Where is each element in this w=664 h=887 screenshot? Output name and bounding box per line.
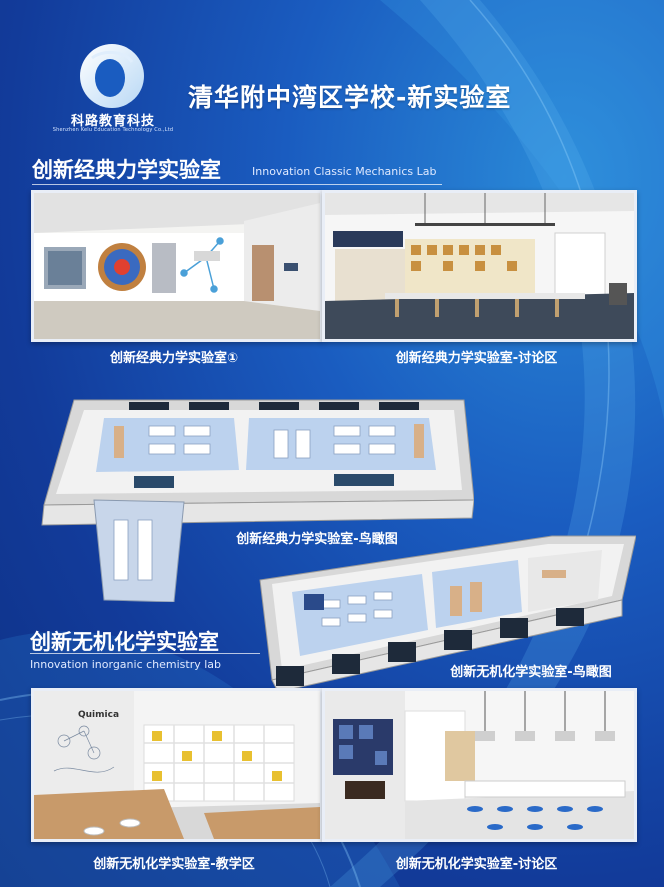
chemistry-discussion-photo <box>322 688 637 842</box>
caption-chemistry-discussion: 创新无机化学实验室-讨论区 <box>395 857 558 872</box>
caption-mechanics-photo-1: 创新经典力学实验室① <box>109 351 238 366</box>
quimica-wall-sign: Quimica <box>78 710 119 720</box>
mechanics-photo-2 <box>322 190 637 342</box>
chemistry-section-title: 创新无机化学实验室 <box>30 630 219 654</box>
caption-mechanics-aerial: 创新经典力学实验室-鸟瞰图 <box>236 532 398 547</box>
ring-logo-icon <box>80 44 144 108</box>
mechanics-divider <box>32 184 442 185</box>
mechanics-section-title: 创新经典力学实验室 <box>32 158 221 182</box>
chemistry-aerial-view <box>259 535 636 690</box>
mechanics-photo-1 <box>31 190 323 342</box>
caption-chemistry-teaching: 创新无机化学实验室-教学区 <box>93 857 255 872</box>
mechanics-discussion-illustration <box>325 193 634 339</box>
caption-mechanics-photo-2: 创新经典力学实验室-讨论区 <box>395 351 558 366</box>
caption-chemistry-aerial: 创新无机化学实验室-鸟瞰图 <box>450 665 612 680</box>
chemistry-section-subtitle: Innovation inorganic chemistry lab <box>30 658 222 671</box>
chemistry-teaching-photo: Quimica <box>31 688 323 842</box>
mechanics-wall-illustration <box>34 193 320 339</box>
brand-name-en: Shenzhen Kelu Education Technology Co.,L… <box>52 127 174 133</box>
page-title: 清华附中湾区学校-新实验室 <box>188 83 512 112</box>
brand-name-cn: 科路教育科技 <box>70 114 155 129</box>
mechanics-section-subtitle: Innovation Classic Mechanics Lab <box>252 165 437 178</box>
chemistry-teaching-illustration: Quimica <box>34 691 320 839</box>
mechanics-aerial-view <box>41 399 474 602</box>
chemistry-divider <box>30 653 260 654</box>
chemistry-discussion-illustration <box>325 691 634 839</box>
